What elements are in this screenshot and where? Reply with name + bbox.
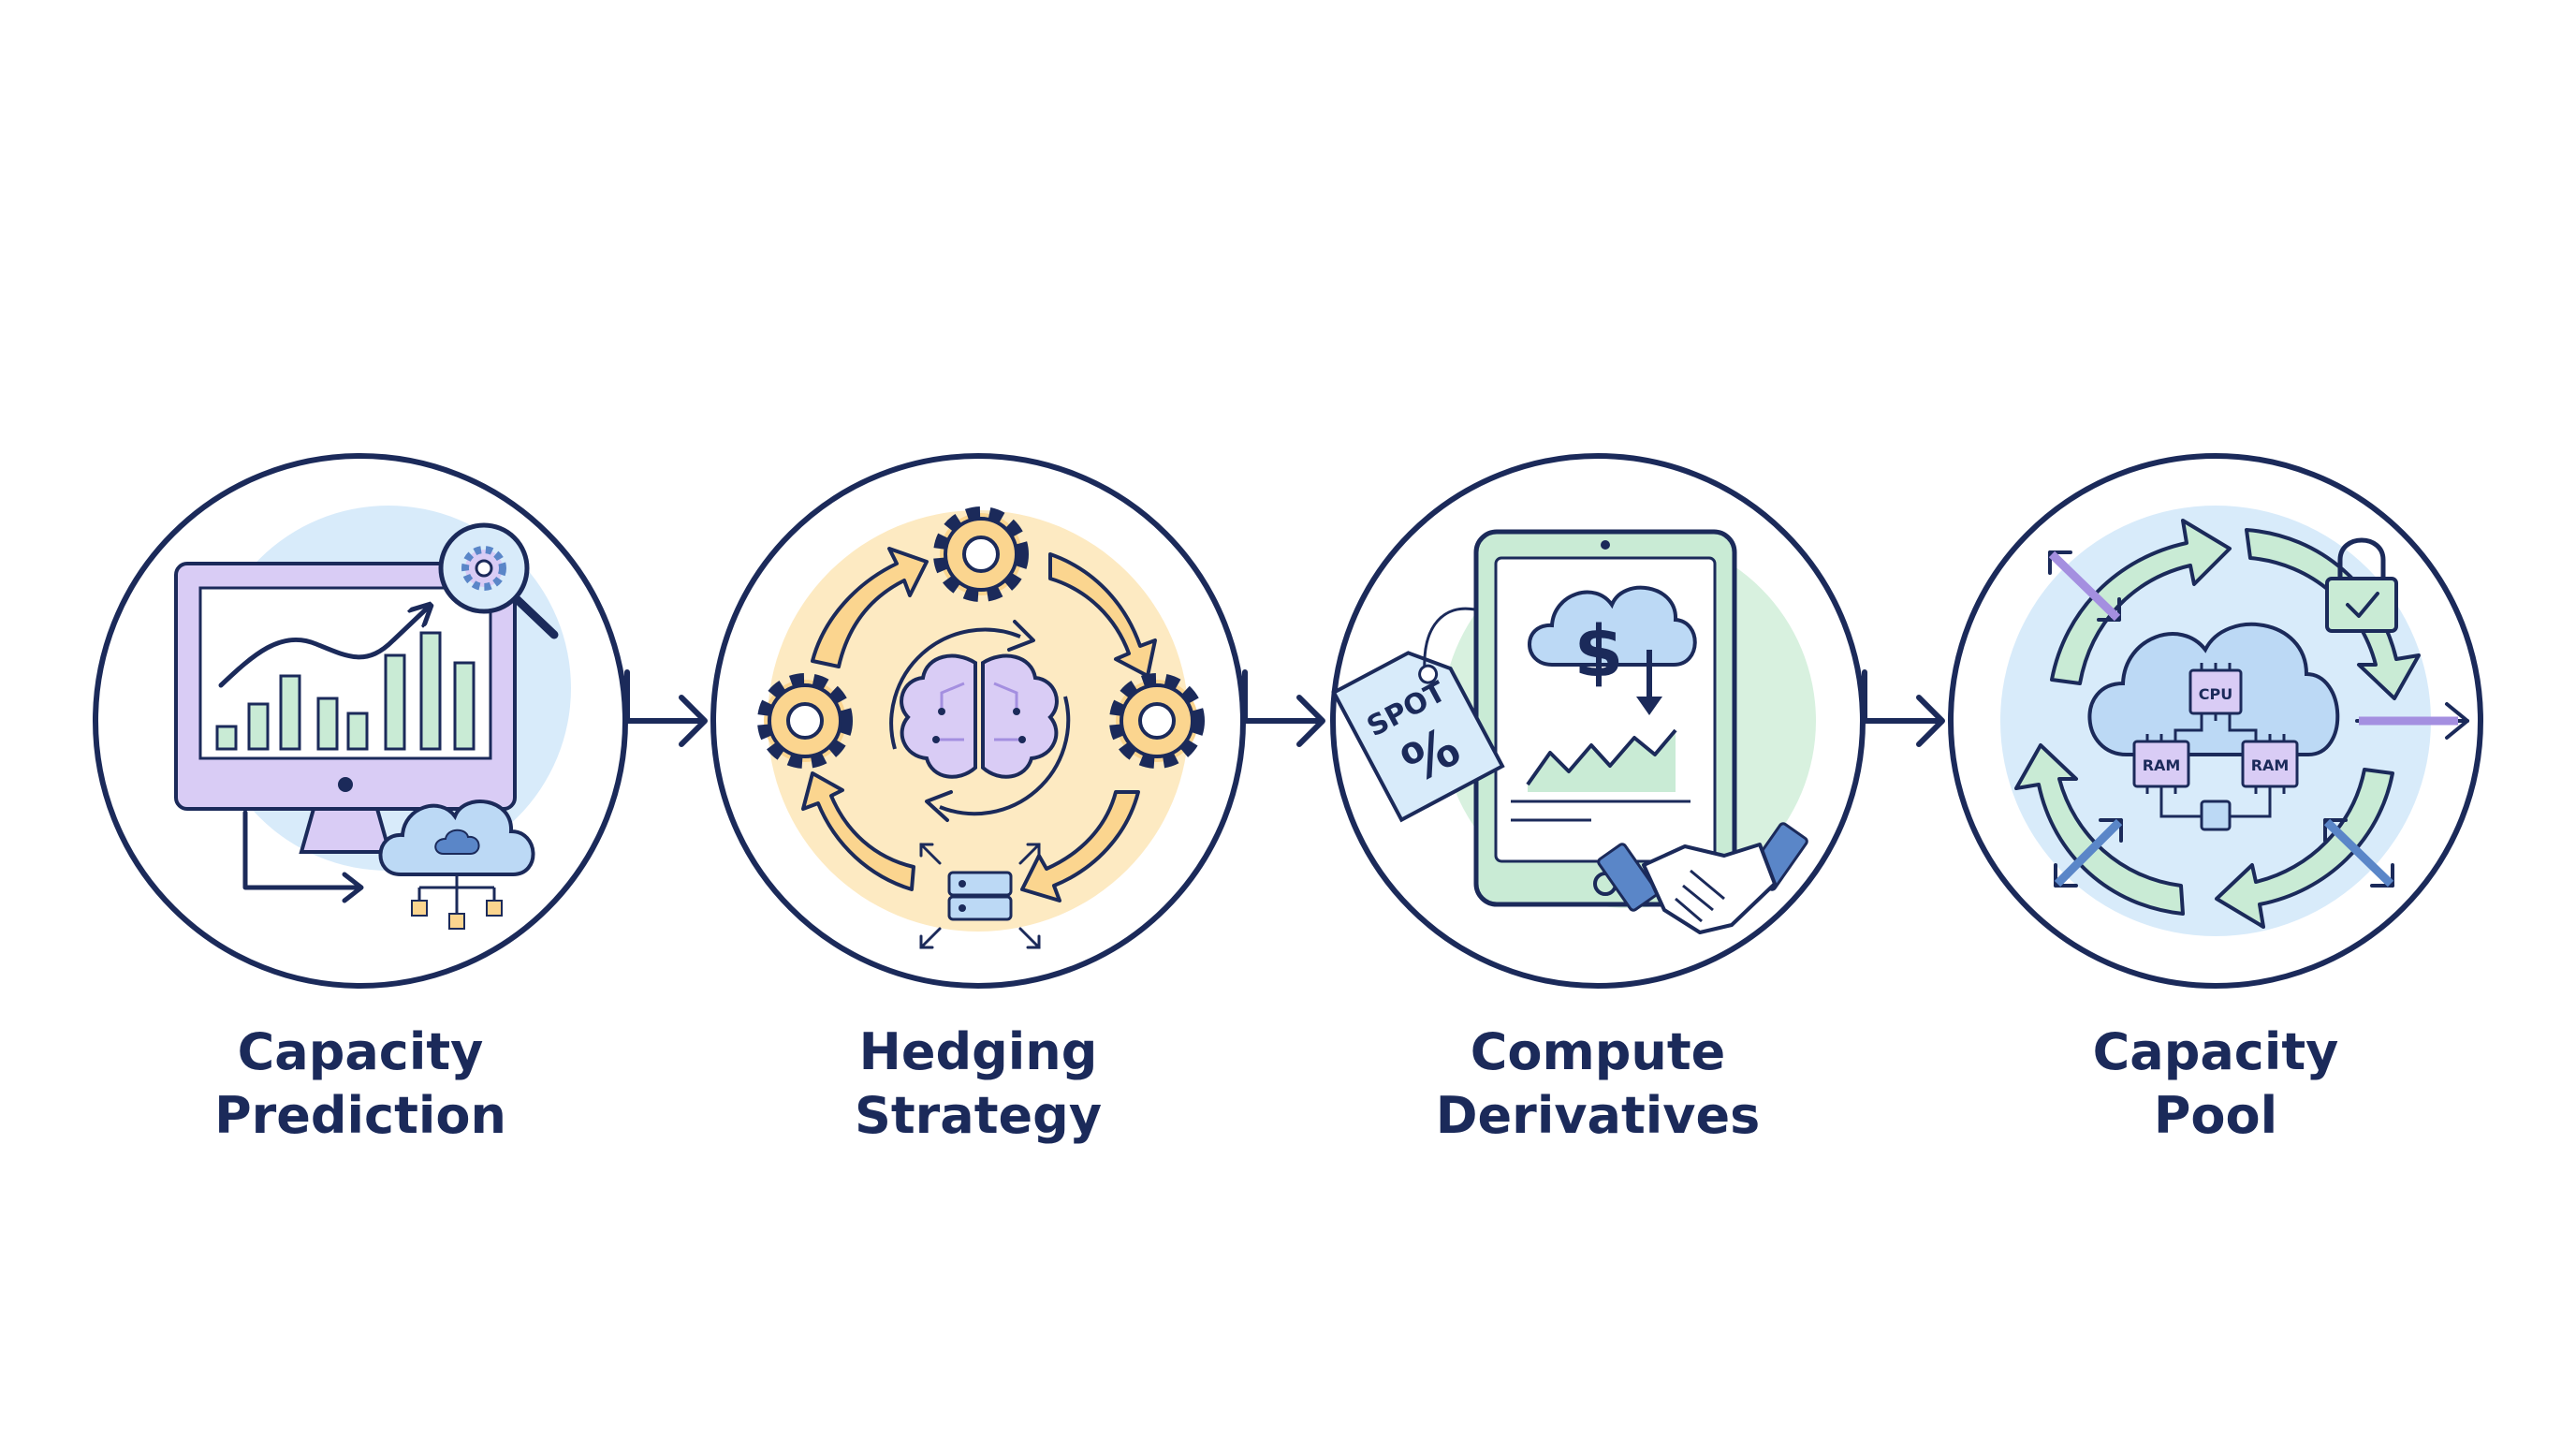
connector-3 [1862, 669, 1945, 747]
brain-gears-cycle-icon [757, 506, 1205, 949]
connector-2 [1242, 669, 1325, 747]
ram-chip-right: RAM [2241, 734, 2299, 794]
step-capacity-prediction [93, 453, 628, 989]
tablet-spot-handshake-icon: $ SPOT % [1331, 529, 1808, 934]
label-line-2: Strategy [854, 1086, 1103, 1145]
step-compute-derivatives: $ SPOT % [1330, 453, 1866, 989]
spot-price-tag: SPOT % [1331, 607, 1505, 823]
step-label-capacity-prediction: Capacity Prediction [98, 1020, 622, 1148]
label-line-2: Prediction [214, 1086, 506, 1145]
label-line-1: Capacity [2092, 1022, 2339, 1081]
cpu-chip: CPU [2188, 663, 2243, 721]
chip-ram-right-label: RAM [2251, 756, 2290, 774]
server-icon [919, 843, 1041, 949]
step-hedging-strategy [710, 453, 1246, 989]
chip-cpu-label: CPU [2199, 685, 2232, 703]
step-label-hedging-strategy: Hedging Strategy [716, 1020, 1240, 1148]
gear-icon [933, 506, 1029, 602]
connector-1 [624, 669, 708, 747]
ram-chip-left: RAM [2132, 734, 2190, 794]
gear-icon [1109, 673, 1205, 769]
label-line-1: Hedging [858, 1022, 1098, 1081]
step-label-capacity-pool: Capacity Pool [1954, 1020, 2478, 1148]
lock-icon [2325, 537, 2398, 633]
down-arrow-icon [1636, 650, 1662, 715]
gear-icon [757, 673, 853, 769]
label-line-2: Pool [2153, 1086, 2278, 1145]
chip-ram-left-label: RAM [2143, 756, 2181, 774]
cloud-resource-pool-icon: CPU RAM RAM [2014, 519, 2469, 929]
dollar-symbol: $ [1574, 609, 1624, 693]
label-line-1: Capacity [237, 1022, 484, 1081]
brain-icon [900, 653, 1059, 779]
handshake-icon [1597, 822, 1808, 934]
monitor-growth-chart-icon [174, 522, 559, 930]
label-line-2: Derivatives [1435, 1086, 1761, 1145]
step-capacity-pool: CPU RAM RAM [1948, 453, 2483, 989]
step-label-compute-derivatives: Compute Derivatives [1336, 1020, 1860, 1148]
label-line-1: Compute [1470, 1022, 1726, 1081]
